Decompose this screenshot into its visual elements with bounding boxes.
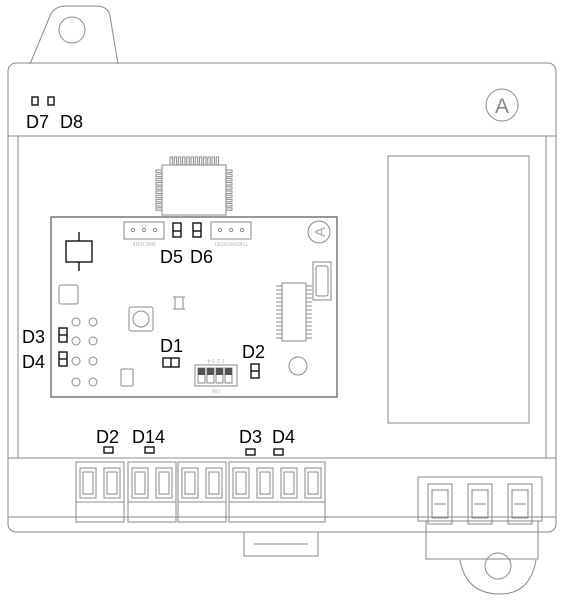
top-mounting-hole bbox=[58, 16, 86, 44]
label-d4-bottom: D4 bbox=[272, 427, 295, 447]
power-terminal-block bbox=[417, 476, 543, 560]
wifi-module-chip bbox=[155, 156, 233, 216]
bottom-mounting-hole bbox=[484, 552, 512, 580]
bottom-mounting-tab bbox=[459, 552, 537, 595]
board-logo-circle bbox=[307, 220, 331, 244]
led-d7 bbox=[31, 96, 39, 106]
terminal-blocks bbox=[75, 461, 326, 523]
label-d14: D14 bbox=[132, 427, 165, 447]
label-d3-board: D3 bbox=[22, 327, 45, 347]
label-d7: D7 bbox=[26, 112, 49, 132]
board-logo-letter: A bbox=[312, 227, 329, 237]
label-d8: D8 bbox=[60, 112, 83, 132]
top-mounting-tab bbox=[29, 5, 119, 65]
label-d2-bottom: D2 bbox=[96, 427, 119, 447]
led-d3-bottom bbox=[245, 448, 256, 456]
housing-logo: A bbox=[485, 88, 519, 122]
label-d3-bottom: D3 bbox=[239, 427, 262, 447]
label-d1: D1 bbox=[160, 336, 183, 356]
led-d4-bottom bbox=[273, 448, 284, 456]
small-button-left bbox=[58, 284, 79, 305]
housing bbox=[7, 62, 557, 557]
label-d5: D5 bbox=[160, 247, 183, 267]
push-button bbox=[128, 306, 154, 332]
small-component-bottom bbox=[120, 368, 134, 387]
dip-switch: 1 2 3 4 ON bbox=[194, 357, 238, 393]
thermostat-connector: THERMOSTAT bbox=[210, 221, 252, 246]
label-d6: D6 bbox=[190, 247, 213, 267]
dip-numbers-silkscreen: 1 2 3 4 bbox=[207, 357, 225, 363]
bottom-latch bbox=[243, 532, 319, 557]
small-capacitor bbox=[173, 296, 185, 310]
logo-circle bbox=[485, 88, 519, 122]
label-d4-board: D4 bbox=[22, 352, 45, 372]
board-ic-chip bbox=[276, 282, 312, 342]
board-outline bbox=[50, 216, 338, 398]
led-d6 bbox=[192, 222, 202, 238]
logo-letter: A bbox=[495, 95, 509, 118]
led-d14 bbox=[144, 446, 155, 454]
led-d2-bottom bbox=[103, 446, 114, 454]
thermostat-silkscreen: THERMOSTAT bbox=[213, 240, 249, 246]
led-d7-d8-group: D7 D8 bbox=[26, 96, 83, 132]
crystal-oscillator bbox=[312, 261, 332, 301]
round-component bbox=[288, 356, 308, 376]
circuit-board: A MACHINE THERMOSTAT D5 D6 bbox=[22, 216, 338, 398]
dip-on-silkscreen: ON bbox=[212, 387, 220, 393]
led-d8 bbox=[47, 96, 55, 106]
left-terminal-holes bbox=[71, 317, 98, 387]
label-d2-board: D2 bbox=[242, 342, 265, 362]
machine-silkscreen: MACHINE bbox=[132, 240, 155, 246]
right-display-window bbox=[387, 155, 530, 424]
relay-component bbox=[65, 232, 93, 271]
led-d5 bbox=[172, 222, 182, 238]
machine-connector: MACHINE bbox=[123, 221, 165, 246]
bottom-led-row: D2 D14 D3 D4 bbox=[96, 427, 295, 456]
